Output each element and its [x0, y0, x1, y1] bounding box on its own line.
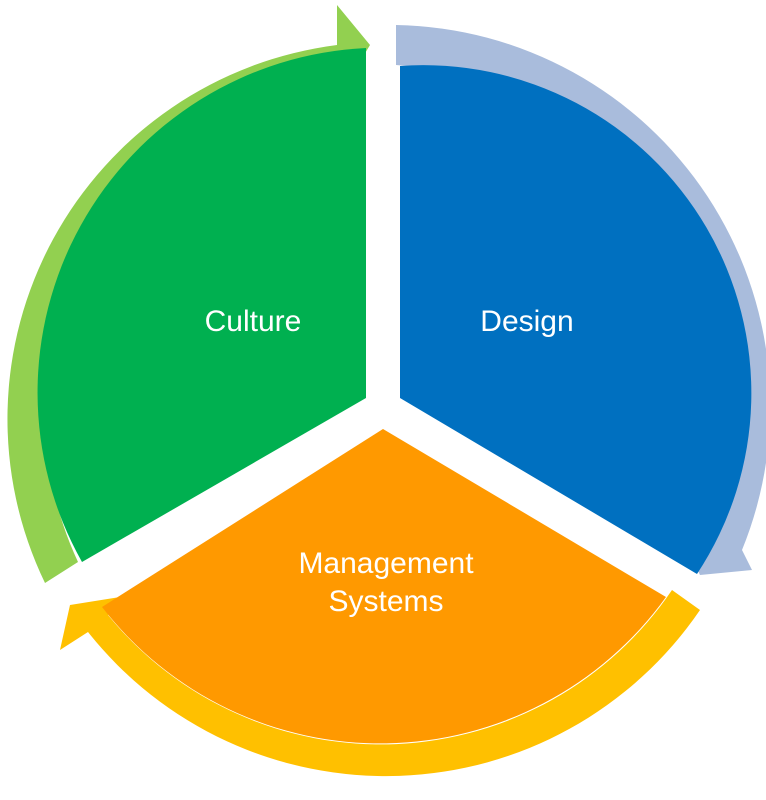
- culture-label: Culture: [205, 305, 302, 338]
- culture-segment: [37, 48, 366, 562]
- design-label: Design: [480, 305, 573, 338]
- design-cycle-arrow: [396, 25, 766, 575]
- management-label-line2: Systems: [328, 585, 443, 618]
- management-segment: [102, 429, 666, 744]
- management-label-line1: Management: [298, 547, 474, 580]
- management-cycle-arrow: [60, 590, 700, 777]
- design-segment: [400, 65, 752, 575]
